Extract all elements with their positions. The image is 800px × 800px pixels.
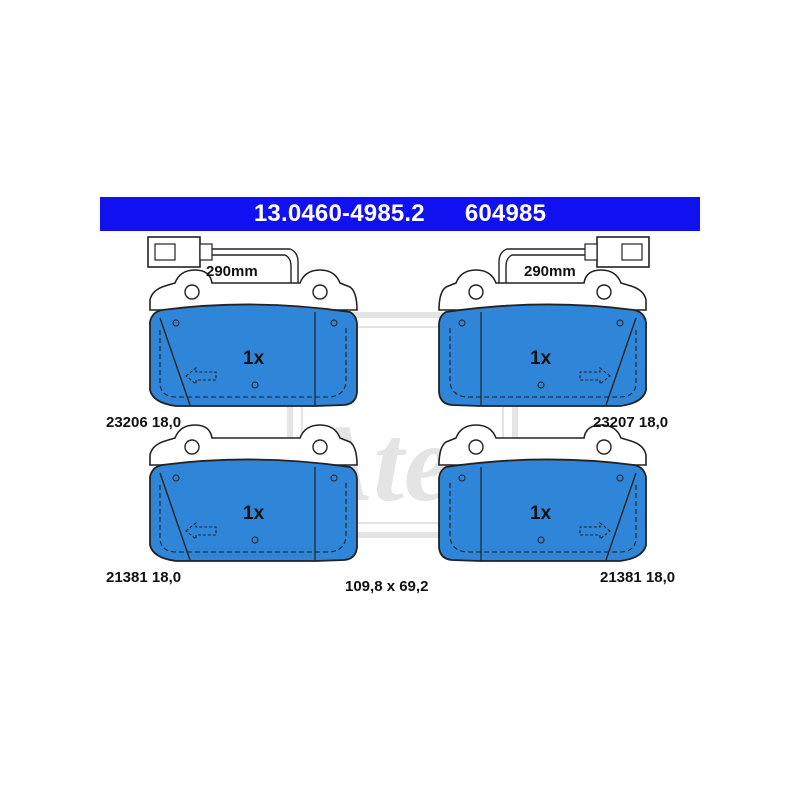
quantity-top-left: 1x [243, 348, 265, 369]
reference-number: 604985 [464, 200, 547, 227]
pad-bottom-right [438, 424, 647, 562]
sensor-length-right: 290mm [524, 263, 576, 280]
pad-thickness: 18,0 [151, 569, 182, 586]
quantity-bottom-right: 1x [530, 503, 552, 524]
pad-code-top-left: 23206 18,0 [106, 414, 181, 431]
sensor-length-left: 290mm [206, 263, 258, 280]
pad-thickness: 18,0 [151, 414, 182, 431]
sensor-wire-left [147, 236, 299, 315]
pad-dimensions: 109,8 x 69,2 [345, 578, 429, 595]
pad-thickness: 18,0 [638, 414, 669, 431]
part-number: 13.0460-4985.2 [253, 200, 425, 227]
pad-top-right [438, 269, 647, 407]
sensor-wire-right [498, 236, 650, 315]
pad-code: 21381 [600, 569, 642, 586]
pad-top-left [149, 269, 358, 407]
header-banner: 13.0460-4985.2 604985 [100, 197, 700, 231]
pad-code: 23206 [106, 414, 148, 431]
pad-bottom-left [149, 424, 358, 562]
quantity-top-right: 1x [530, 348, 552, 369]
pad-code-bottom-left: 21381 18,0 [106, 569, 181, 586]
pad-thickness: 18,0 [645, 569, 676, 586]
pad-code-bottom-right: 21381 18,0 [600, 569, 675, 586]
quantity-bottom-left: 1x [243, 503, 265, 524]
pad-code: 23207 [593, 414, 635, 431]
pad-code-top-right: 23207 18,0 [593, 414, 668, 431]
pad-code: 21381 [106, 569, 148, 586]
